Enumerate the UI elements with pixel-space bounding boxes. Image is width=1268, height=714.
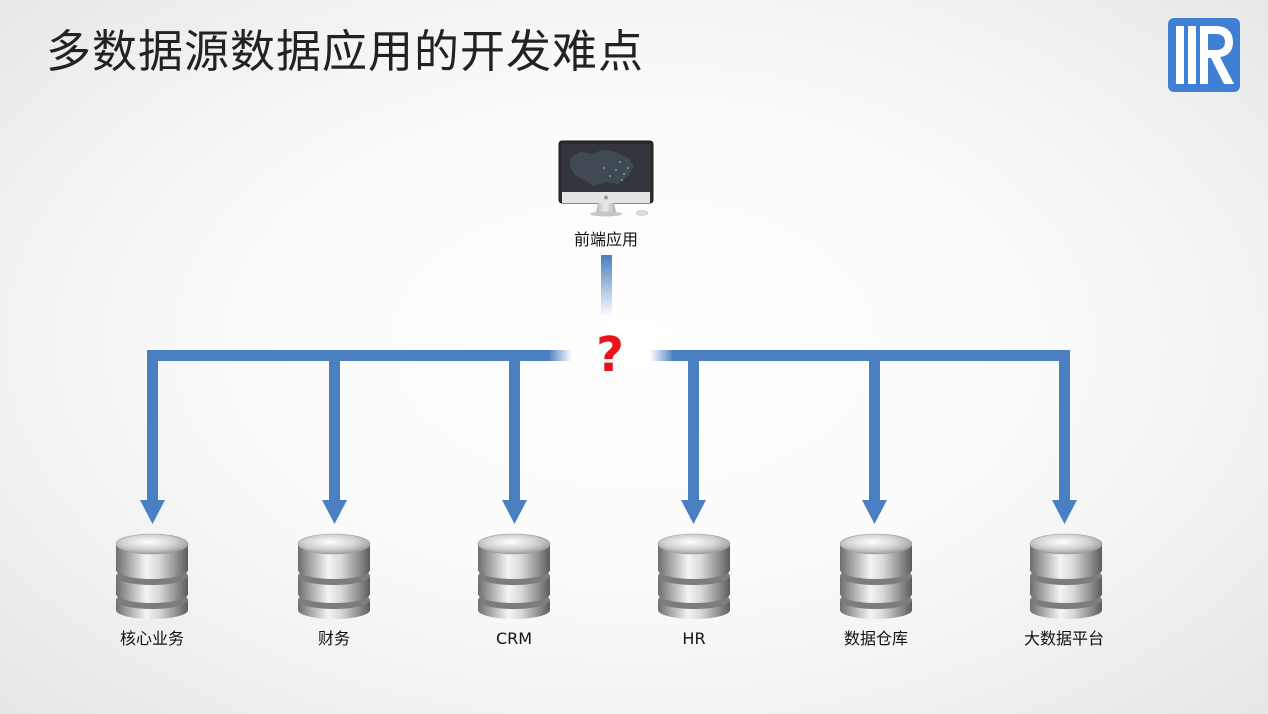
- database-icon: [115, 533, 189, 619]
- raqsoft-r-logo-icon: [1168, 18, 1240, 92]
- front-end-label: 前端应用: [573, 230, 639, 249]
- connector-stem: [601, 255, 612, 317]
- database-icon: [1029, 533, 1103, 619]
- arrow-down-icon: [322, 358, 347, 524]
- database-icon: [839, 533, 913, 619]
- question-mark: ?: [596, 327, 624, 383]
- arrow-down-icon: [502, 358, 527, 524]
- page-title: 多数据源数据应用的开发难点: [46, 25, 645, 78]
- arrow-down-icon: [140, 350, 165, 524]
- arrow-down-icon: [681, 358, 706, 524]
- data-source-label: 核心业务: [119, 629, 185, 648]
- database-icon: [657, 533, 731, 619]
- data-source-label: 财务: [317, 629, 351, 648]
- data-source-label: 数据仓库: [843, 629, 909, 648]
- data-source-label: 大数据平台: [1023, 629, 1105, 648]
- database-icon: [297, 533, 371, 619]
- arrow-down-icon: [862, 358, 887, 524]
- data-source-label: HR: [682, 629, 706, 648]
- connector-horizontal-left: [147, 350, 550, 361]
- database-icon: [477, 533, 551, 619]
- data-source-label: CRM: [495, 629, 533, 648]
- desktop-computer-icon: [558, 140, 654, 217]
- connector-horizontal-right: [672, 350, 1070, 361]
- arrow-down-icon: [1052, 350, 1077, 524]
